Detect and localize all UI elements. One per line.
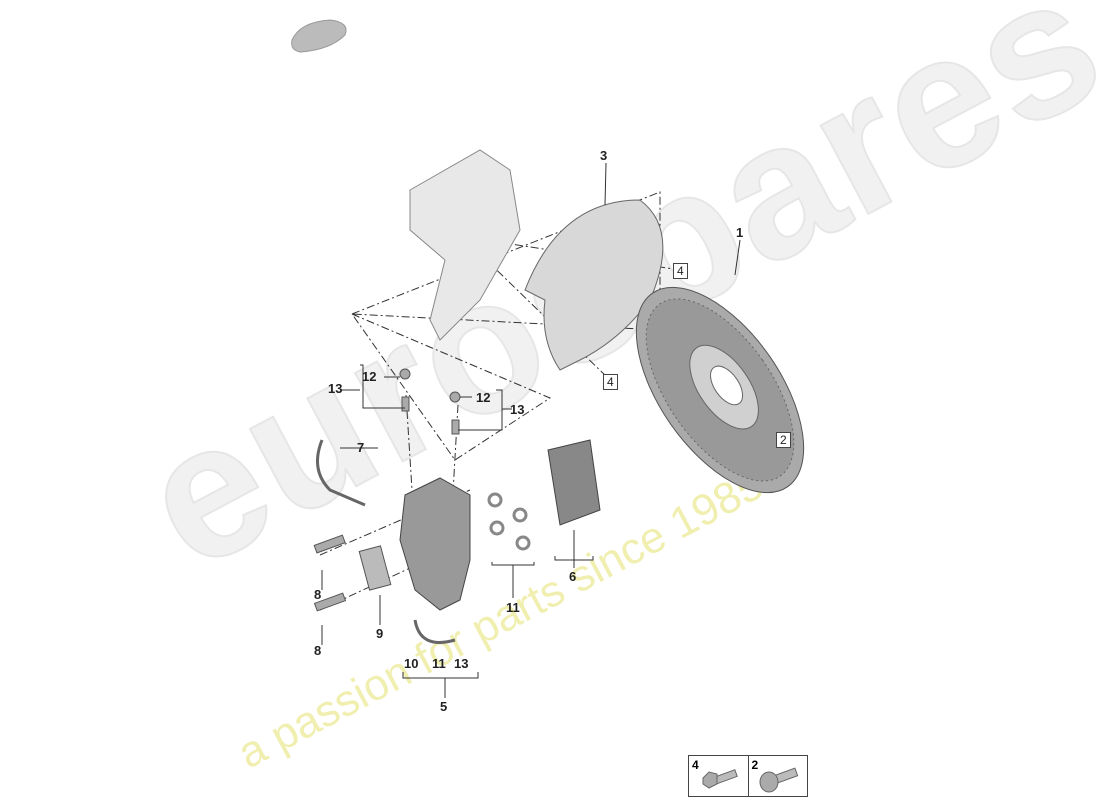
callout-12: 12 bbox=[362, 369, 377, 384]
wear-sensor bbox=[316, 439, 366, 507]
callout-6: 6 bbox=[569, 569, 577, 584]
callout-8: 8 bbox=[314, 643, 322, 658]
brake-line bbox=[413, 619, 456, 644]
callout-4: 4 bbox=[673, 263, 688, 279]
screw-icon bbox=[759, 767, 798, 793]
caliper-bolt bbox=[313, 592, 347, 612]
callout-12: 12 bbox=[476, 390, 491, 405]
legend-item-2: 2 bbox=[749, 756, 808, 796]
bleed-valve bbox=[451, 419, 460, 435]
callout-13: 13 bbox=[454, 656, 469, 671]
callout-1: 1 bbox=[736, 225, 744, 240]
car-icon bbox=[291, 19, 347, 53]
brake-disc bbox=[635, 286, 805, 494]
legend-number: 2 bbox=[751, 758, 759, 772]
callout-7: 7 bbox=[357, 440, 365, 455]
callout-3: 3 bbox=[600, 148, 608, 163]
legend-number: 4 bbox=[692, 758, 699, 772]
callout-10: 10 bbox=[404, 656, 419, 671]
callout-11: 11 bbox=[506, 600, 520, 615]
caliper-bolt bbox=[313, 534, 346, 554]
brake-pads bbox=[547, 439, 601, 526]
callout-11: 11 bbox=[432, 656, 446, 671]
callout-4: 4 bbox=[603, 374, 618, 390]
callout-5: 5 bbox=[440, 699, 448, 714]
brake-caliper bbox=[399, 477, 471, 611]
legend-item-4: 4 bbox=[689, 756, 749, 796]
fastener-legend: 4 2 bbox=[688, 755, 808, 797]
callout-13: 13 bbox=[510, 402, 525, 417]
bleed-cap bbox=[449, 391, 461, 403]
callout-8: 8 bbox=[314, 587, 322, 602]
callout-13: 13 bbox=[328, 381, 343, 396]
seal-kit bbox=[487, 492, 531, 551]
wheel-carrier bbox=[409, 149, 521, 341]
bleed-valve bbox=[401, 396, 410, 412]
bolt-icon bbox=[702, 769, 738, 789]
bleed-cap bbox=[399, 368, 411, 380]
callout-9: 9 bbox=[376, 626, 384, 641]
pad-spring bbox=[358, 545, 392, 591]
callout-2: 2 bbox=[776, 432, 791, 448]
